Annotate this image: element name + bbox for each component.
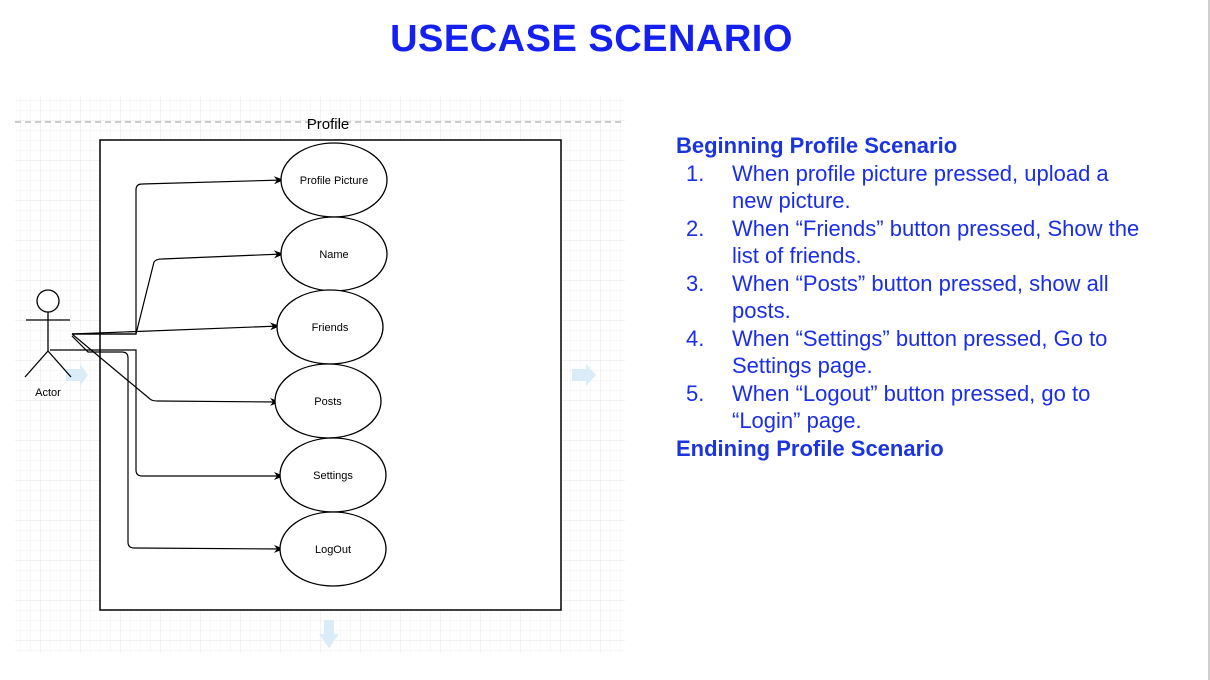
- expand-arrow-right: [572, 364, 596, 386]
- actor-head: [36, 289, 60, 313]
- step-text: When “Posts” button pressed, show all po…: [732, 270, 1109, 324]
- expand-arrow-down: [319, 620, 339, 648]
- scenario-step: 1. When profile picture pressed, upload …: [676, 160, 1146, 215]
- step-number: 1.: [686, 160, 705, 186]
- connector-profile-picture: [72, 176, 284, 335]
- scenario-begin-heading: Beginning Profile Scenario: [676, 133, 958, 158]
- slide-edge: [1208, 0, 1210, 680]
- scenario-end-heading: Endining Profile Scenario: [676, 435, 944, 461]
- step-number: 2.: [686, 215, 705, 241]
- actor-figure: [24, 289, 72, 378]
- use-case-settings: Settings: [279, 437, 387, 513]
- connector-name: [72, 250, 284, 335]
- connector-posts: [71, 333, 280, 406]
- use-case-posts: Posts: [274, 363, 382, 439]
- connector-logout: [71, 335, 284, 553]
- boundary-label: Profile: [307, 116, 350, 133]
- use-case-diagram: Profile Actor Profile Picture Name: [15, 97, 625, 653]
- actor-label: Actor: [35, 387, 61, 399]
- use-case-label: Posts: [314, 396, 342, 408]
- expand-arrow-left: [66, 364, 88, 386]
- use-case-logout: LogOut: [279, 511, 387, 587]
- use-case-name: Name: [280, 216, 388, 292]
- scenario-step: 4. When “Settings” button pressed, Go to…: [676, 325, 1146, 380]
- step-text: When “Logout” button pressed, go to “Log…: [732, 380, 1091, 434]
- scenario-step: 3. When “Posts” button pressed, show all…: [676, 270, 1146, 325]
- use-case-label: Friends: [312, 322, 349, 334]
- use-case-friends: Friends: [276, 289, 384, 365]
- use-case-label: Profile Picture: [300, 175, 368, 187]
- scenario-step: 2. When “Friends” button pressed, Show t…: [676, 215, 1146, 270]
- connectors: [50, 176, 284, 553]
- step-text: When “Settings” button pressed, Go to Se…: [732, 325, 1108, 379]
- step-text: When profile picture pressed, upload a n…: [732, 160, 1109, 214]
- step-text: When “Friends” button pressed, Show the …: [732, 215, 1140, 269]
- use-case-label: Settings: [313, 470, 353, 482]
- step-number: 4.: [686, 325, 705, 351]
- use-case-label: LogOut: [315, 544, 351, 556]
- step-number: 3.: [686, 270, 705, 296]
- use-case-profile-picture: Profile Picture: [280, 142, 388, 218]
- canvas-expand-arrows: [66, 364, 596, 648]
- scenario-step: 5. When “Logout” button pressed, go to “…: [676, 380, 1146, 435]
- connector-settings: [50, 349, 284, 480]
- step-number: 5.: [686, 380, 705, 406]
- scenario-panel: Beginning Profile Scenario 1. When profi…: [676, 132, 1146, 462]
- slide-title: USECASE SCENARIO: [390, 18, 793, 60]
- scenario-steps: 1. When profile picture pressed, upload …: [676, 160, 1146, 435]
- connector-friends: [71, 322, 280, 335]
- use-case-label: Name: [319, 249, 348, 261]
